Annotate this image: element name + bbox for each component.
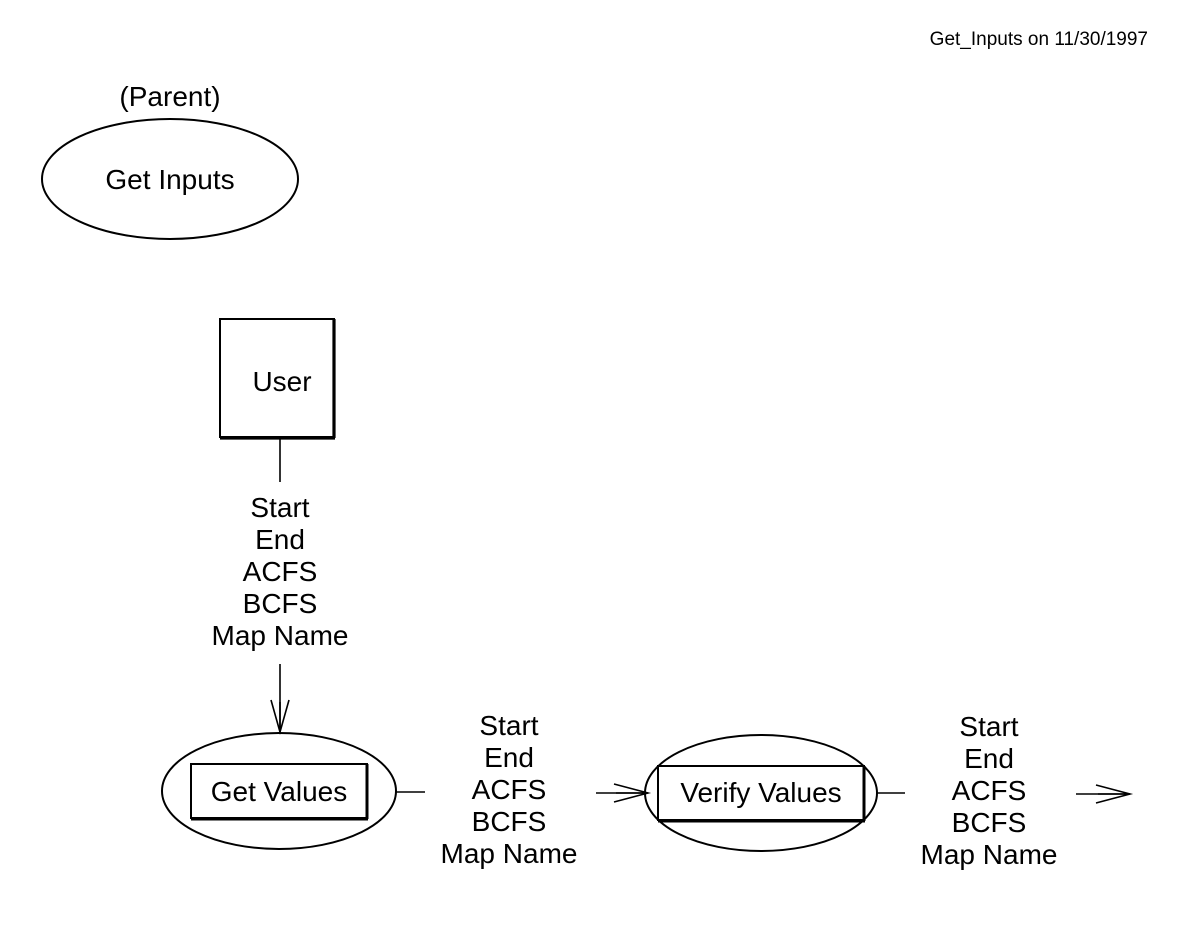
flow-3-label-4: BCFS bbox=[952, 807, 1027, 838]
flow-1-label-5: Map Name bbox=[212, 620, 349, 651]
flow-3-label-2: End bbox=[964, 743, 1014, 774]
parent-process[interactable]: Get Inputs bbox=[41, 118, 299, 240]
flow-2-label-2: End bbox=[484, 742, 534, 773]
flow-2-label-1: Start bbox=[479, 710, 538, 741]
process-verify-values[interactable]: Verify Values bbox=[644, 734, 878, 852]
verify-values-label: Verify Values bbox=[680, 777, 841, 808]
user-entity[interactable]: User bbox=[219, 318, 336, 440]
flow-verify-out: Start End ACFS BCFS Map Name bbox=[877, 711, 1134, 870]
parent-caption: (Parent) bbox=[119, 81, 220, 112]
flow-3-label-1: Start bbox=[959, 711, 1018, 742]
flow-3-label-3: ACFS bbox=[952, 775, 1027, 806]
flow-2-label-5: Map Name bbox=[441, 838, 578, 869]
get-values-label: Get Values bbox=[211, 776, 347, 807]
flow-1-label-2: End bbox=[255, 524, 305, 555]
flow-user-to-get-values: Start End ACFS BCFS Map Name bbox=[212, 438, 349, 735]
flow-3-arrowhead bbox=[1095, 784, 1134, 804]
flow-3-label-5: Map Name bbox=[921, 839, 1058, 870]
flow-1-label-3: ACFS bbox=[243, 556, 318, 587]
flow-1-arrowhead bbox=[270, 699, 290, 735]
parent-ellipse bbox=[41, 118, 299, 240]
parent-label: Get Inputs bbox=[105, 164, 234, 195]
get-values-ellipse bbox=[161, 732, 397, 850]
flow-2-label-4: BCFS bbox=[472, 806, 547, 837]
flow-2-label-3: ACFS bbox=[472, 774, 547, 805]
flow-get-to-verify: Start End ACFS BCFS Map Name bbox=[396, 710, 652, 869]
flow-1-label-4: BCFS bbox=[243, 588, 318, 619]
user-label: User bbox=[252, 366, 311, 397]
diagram-header: Get_Inputs on 11/30/1997 bbox=[930, 29, 1148, 50]
process-get-values[interactable]: Get Values bbox=[161, 732, 397, 850]
flow-1-label-1: Start bbox=[250, 492, 309, 523]
flow-2-arrowhead bbox=[613, 783, 652, 803]
